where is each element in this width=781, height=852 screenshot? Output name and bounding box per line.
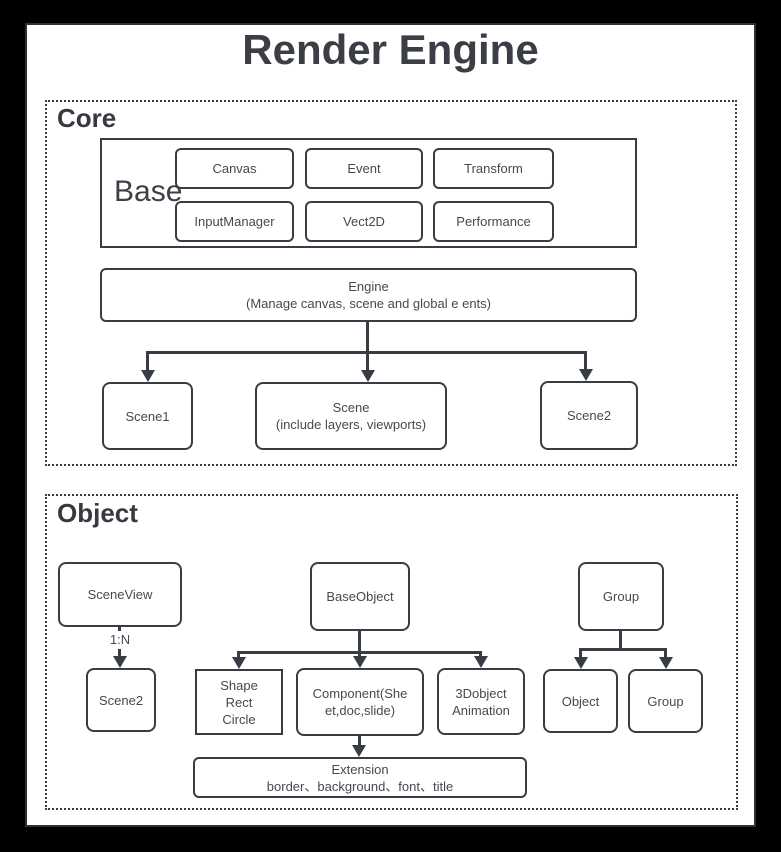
- group-group-stub: [664, 648, 667, 657]
- group-connector-stem: [619, 631, 622, 651]
- module-vect2d-label: Vect2D: [343, 214, 385, 229]
- base-label: Base: [114, 175, 183, 208]
- scene-subtitle: (include layers, viewports): [275, 417, 427, 432]
- module-inputmanager-label: InputManager: [194, 214, 275, 229]
- baseobject-node: BaseObject: [310, 562, 410, 631]
- engine-scene-arrowhead-icon: [361, 370, 375, 382]
- child-object-label: Object: [561, 693, 600, 709]
- core-section-label: Core: [57, 103, 117, 133]
- object-scene2-node: Scene2: [86, 668, 156, 732]
- object-section-label: Object: [57, 498, 138, 528]
- group-object-stub: [579, 648, 582, 657]
- child-group-node: Group: [628, 669, 703, 733]
- module-transform-label: Transform: [464, 161, 523, 176]
- component-extension-arrowhead-icon: [352, 745, 366, 757]
- baseobject-shape-stub: [237, 651, 240, 658]
- component-line2: et,doc,slide): [324, 703, 396, 718]
- shape-node: Shape Rect Circle: [195, 669, 283, 735]
- module-transform-node: Transform: [433, 148, 554, 189]
- child-group-label: Group: [647, 693, 684, 709]
- sceneview-scene2-arrowhead-icon: [113, 656, 127, 668]
- 3dobject-node: 3Dobject Animation: [437, 668, 525, 735]
- scene-title: Scene: [332, 400, 370, 415]
- engine-connector-bar: [146, 351, 587, 354]
- engine-scene1-arrowhead-icon: [141, 370, 155, 382]
- engine-connector-stem: [366, 322, 369, 353]
- core-section-box: [45, 100, 737, 466]
- sceneview-label: SceneView: [87, 587, 153, 602]
- engine-scene-stub: [366, 353, 369, 371]
- scene2-node: Scene2: [540, 381, 638, 450]
- sceneview-node: SceneView: [58, 562, 182, 627]
- module-performance-label: Performance: [456, 214, 531, 229]
- group-label: Group: [602, 589, 640, 604]
- relation-label: 1:N: [101, 631, 139, 649]
- scene1-node: Scene1: [102, 382, 193, 450]
- baseobject-shape-arrowhead-icon: [232, 657, 246, 669]
- object-scene2-label: Scene2: [98, 692, 144, 708]
- group-group-arrowhead-icon: [659, 657, 673, 669]
- module-event-node: Event: [305, 148, 423, 189]
- baseobject-component-arrowhead-icon: [353, 656, 367, 668]
- shape-line2: Rect: [225, 694, 253, 710]
- engine-title: Engine: [348, 279, 389, 294]
- object-section-box: [45, 494, 738, 810]
- engine-scene2-stub: [584, 351, 587, 370]
- module-inputmanager-node: InputManager: [175, 201, 294, 242]
- extension-node: Extension border、background、font、title: [193, 757, 527, 798]
- scene1-label: Scene1: [125, 408, 170, 424]
- baseobject-connector-stem: [358, 631, 361, 657]
- 3dobject-line1: 3Dobject: [455, 685, 507, 701]
- module-vect2d-node: Vect2D: [305, 201, 423, 242]
- 3dobject-line2: Animation: [452, 702, 510, 718]
- component-extension-connector: [358, 736, 361, 746]
- scene2-label: Scene2: [566, 408, 612, 423]
- baseobject-3d-stub: [479, 651, 482, 657]
- group-node: Group: [578, 562, 664, 631]
- engine-scene1-stub: [146, 351, 149, 371]
- component-node: Component(She et,doc,slide): [296, 668, 424, 736]
- shape-line3: Circle: [222, 711, 256, 727]
- baseobject-3d-arrowhead-icon: [474, 656, 488, 668]
- group-connector-bar: [579, 648, 667, 651]
- group-object-arrowhead-icon: [574, 657, 588, 669]
- extension-subtitle: border、background、font、title: [266, 778, 454, 794]
- child-object-node: Object: [543, 669, 618, 733]
- module-performance-node: Performance: [433, 201, 554, 242]
- engine-scene2-arrowhead-icon: [579, 369, 593, 381]
- baseobject-connector-bar: [237, 651, 482, 654]
- page-title: Render Engine: [242, 26, 539, 73]
- module-canvas-label: Canvas: [212, 161, 257, 176]
- module-canvas-node: Canvas: [175, 148, 294, 189]
- engine-subtitle: (Manage canvas, scene and global e ents): [246, 296, 491, 311]
- shape-line1: Shape: [220, 677, 258, 693]
- scene-node: Scene (include layers, viewports): [255, 382, 447, 450]
- module-event-label: Event: [347, 161, 381, 176]
- baseobject-label: BaseObject: [326, 589, 394, 604]
- component-line1: Component(She: [312, 686, 408, 701]
- engine-node: Engine (Manage canvas, scene and global …: [100, 268, 637, 322]
- extension-title: Extension: [331, 761, 389, 777]
